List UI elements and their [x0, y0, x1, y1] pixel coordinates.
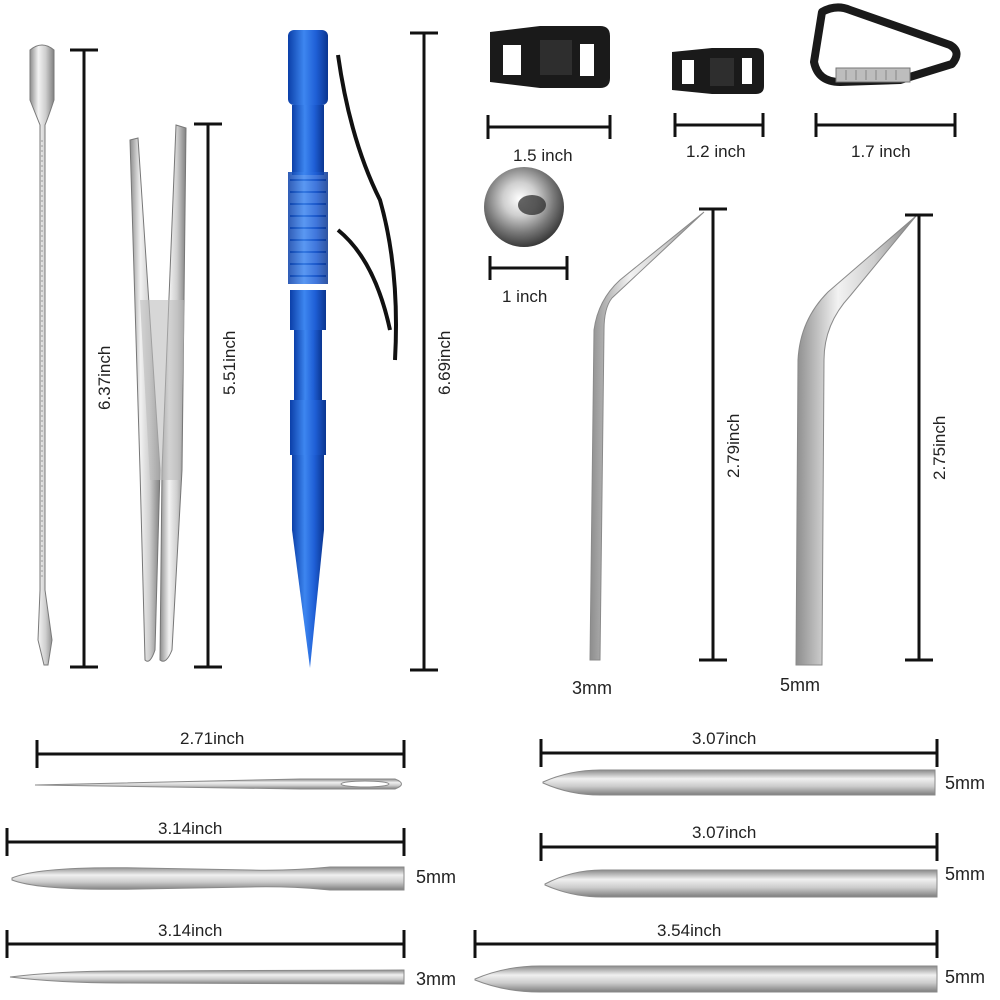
- bent-needle-5mm-dimension-line: [905, 213, 933, 662]
- straight-needle-c-length-label: 3.54inch: [657, 921, 722, 940]
- ball-label: 1 inch: [502, 287, 548, 306]
- flat-needle-dimension-line: [5, 828, 406, 856]
- bent-needle-3mm: [589, 211, 705, 661]
- large-buckle-label: 1.5 inch: [513, 146, 573, 165]
- straight-needle-a-length-label: 3.07inch: [692, 729, 757, 748]
- straight-needle-a: [542, 769, 936, 796]
- small-buckle-dimension-line: [673, 113, 765, 137]
- large-buckle: [490, 26, 610, 88]
- bent-needle-b-length-label: 2.75inch: [930, 415, 949, 480]
- spoon-probe-tool: [29, 44, 55, 666]
- fid-dimension-line: [410, 31, 438, 672]
- steel-ball: [484, 167, 564, 247]
- spoon-length-label: 6.37inch: [95, 345, 114, 410]
- bent-needle-b-size-label: 5mm: [780, 675, 820, 695]
- straight-needle-b: [544, 869, 938, 898]
- straight-needle-b-length-label: 3.07inch: [692, 823, 757, 842]
- carabiner-label: 1.7 inch: [851, 142, 911, 161]
- tweezers-dimension-line: [194, 122, 222, 669]
- eye-needle: [34, 778, 402, 790]
- tweezers-length-label: 5.51inch: [220, 330, 239, 395]
- small-buckle: [672, 48, 764, 94]
- bent-needle-a-length-label: 2.79inch: [724, 413, 743, 478]
- eye-needle-dimension-line: [35, 740, 406, 768]
- thin-needle: [9, 969, 405, 985]
- thin-needle-size-label: 3mm: [416, 969, 456, 989]
- bent-needle-3mm-dimension-line: [699, 207, 727, 662]
- carabiner-dimension-line: [814, 113, 957, 137]
- flat-needle: [11, 866, 405, 891]
- small-buckle-label: 1.2 inch: [686, 142, 746, 161]
- large-buckle-dimension-line: [486, 115, 612, 139]
- bent-needle-a-size-label: 3mm: [572, 678, 612, 698]
- carabiner: [810, 3, 961, 86]
- thin-needle-dimension-line: [5, 930, 406, 958]
- straight-needle-c: [474, 965, 938, 993]
- tweezers: [129, 124, 187, 662]
- spoon-dimension-line: [70, 48, 98, 669]
- straight-needle-b-dimension-line: [539, 833, 939, 861]
- flat-needle-length-label: 3.14inch: [158, 819, 223, 838]
- straight-needle-c-size-label: 5mm: [945, 967, 985, 987]
- straight-needle-b-size-label: 5mm: [945, 864, 985, 884]
- bent-needle-5mm: [795, 215, 917, 666]
- eye-needle-length-label: 2.71inch: [180, 729, 245, 748]
- flat-needle-size-label: 5mm: [416, 867, 456, 887]
- fid-length-label: 6.69inch: [435, 330, 454, 395]
- thin-needle-length-label: 3.14inch: [158, 921, 223, 940]
- blue-lacing-fid: [288, 30, 398, 668]
- ball-dimension-line: [488, 256, 569, 280]
- straight-needle-a-dimension-line: [539, 739, 939, 767]
- straight-needle-a-size-label: 5mm: [945, 773, 985, 793]
- straight-needle-c-dimension-line: [473, 930, 939, 958]
